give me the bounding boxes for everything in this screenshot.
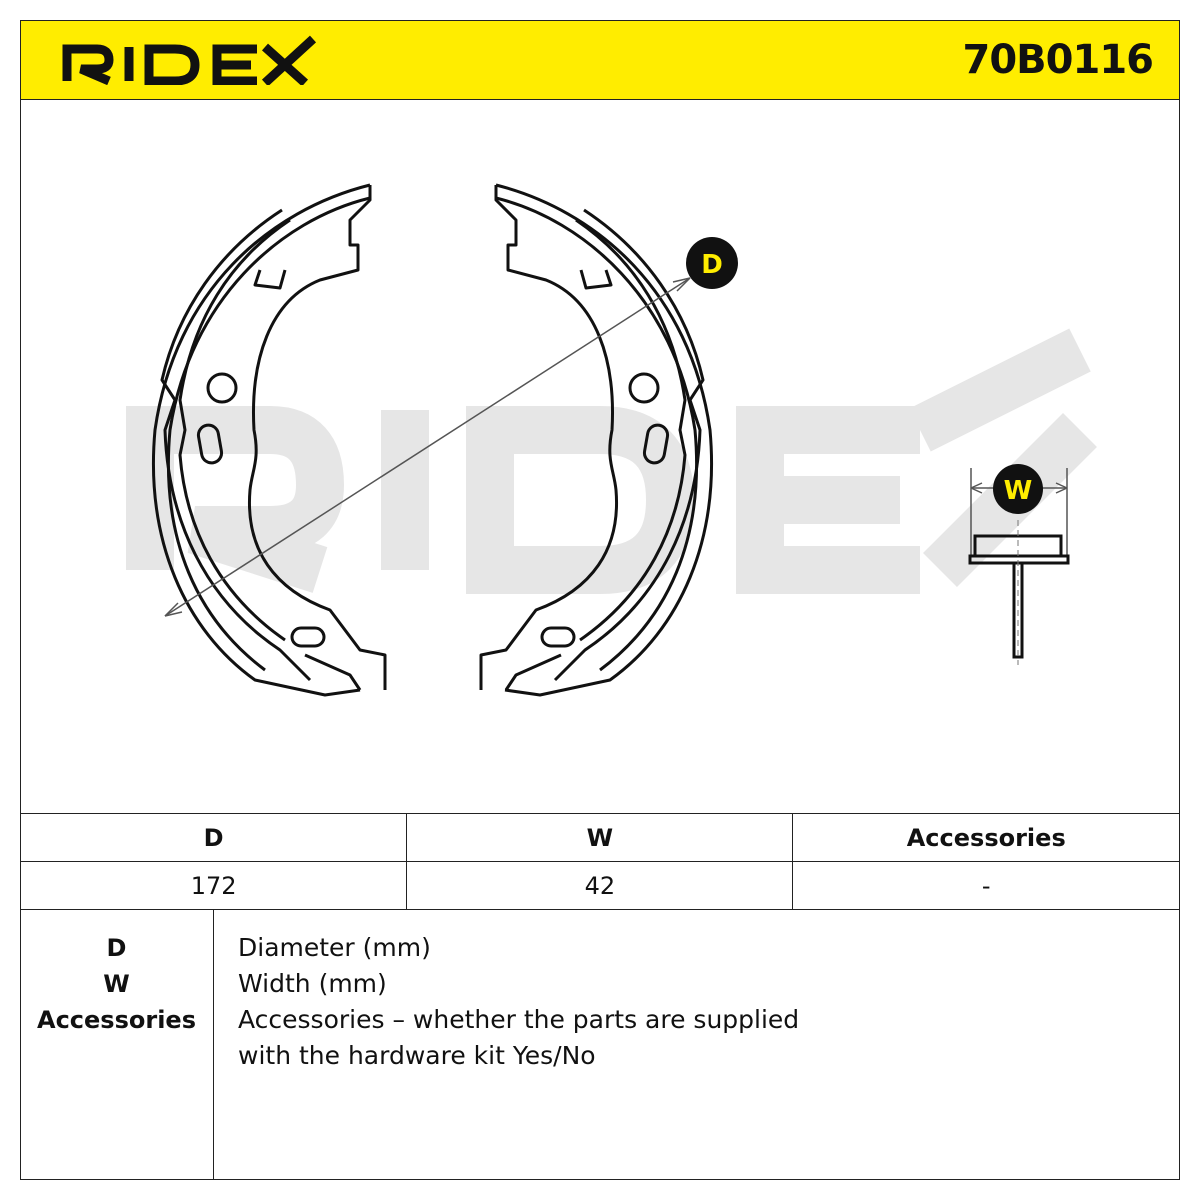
brand-logo [61,35,321,89]
legend-desc-d: Diameter (mm) [238,933,431,962]
diameter-dimension-line [164,277,691,617]
w-badge-label: W [1004,476,1033,506]
legend-keys: D W Accessories [20,910,214,1180]
d-badge-label: D [701,250,723,280]
header-accessories: Accessories [792,813,1180,862]
header-w: W [406,813,794,862]
header-bar: 70B0116 [20,20,1180,100]
value-d: 172 [19,861,408,910]
spec-table: D W Accessories 172 42 - [19,813,1180,910]
legend-desc-accessories-1: Accessories – whether the parts are supp… [238,1005,800,1034]
spec-table-header-row: D W Accessories [19,813,1180,862]
legend-descriptions: Diameter (mm) Width (mm) Accessories – w… [238,930,1138,1074]
header-d: D [19,813,408,862]
right-brake-shoe [479,183,714,697]
part-number: 70B0116 [962,37,1154,83]
w-badge [993,464,1043,514]
left-brake-shoe [151,183,387,697]
legend-desc-w: Width (mm) [238,969,387,998]
spec-table-value-row: 172 42 - [19,861,1180,910]
d-badge [686,237,738,289]
legend-key-d: D [106,934,127,962]
legend-key-accessories: Accessories [37,1006,196,1034]
value-w: 42 [406,861,794,910]
value-accessories: - [792,861,1180,910]
legend-desc-accessories-2: with the hardware kit Yes/No [238,1041,596,1070]
legend-key-w: W [103,970,130,998]
watermark-logo [126,328,1097,594]
technical-drawing: D W [20,100,1180,814]
legend: D W Accessories Diameter (mm) Width (mm)… [20,910,1180,1180]
